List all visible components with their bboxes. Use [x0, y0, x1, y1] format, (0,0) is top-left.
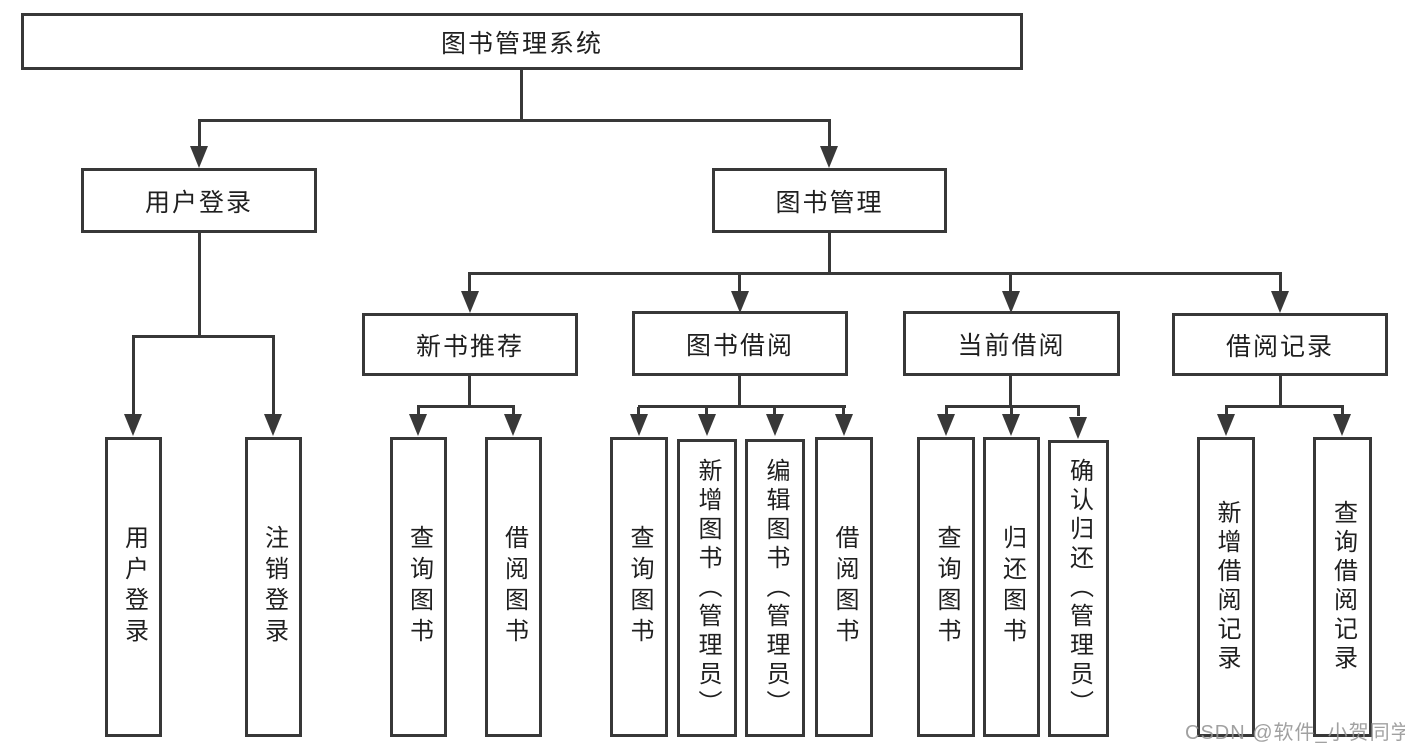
connector-line [1341, 407, 1344, 416]
connector-line [705, 407, 708, 416]
node-borrow-records-label: 借阅记录 [1225, 332, 1334, 361]
connector-line [198, 233, 201, 337]
leaf-user-login: 用户登录 [105, 437, 162, 737]
connector-line [132, 337, 135, 415]
node-new-book-rec-label: 新书推荐 [415, 332, 524, 361]
csdn-watermark: CSDN @软件_小贺同学 [1185, 722, 1405, 744]
leaf-confirm-return-admin: 确认归还（管理员） [1048, 440, 1109, 737]
connector-line [132, 335, 275, 338]
arrowhead-icon [1333, 414, 1351, 436]
arrowhead-icon [766, 414, 784, 436]
connector-line [945, 407, 948, 416]
arrowhead-icon [731, 291, 749, 313]
leaf-query-books-current: 查询图书 [917, 437, 975, 737]
leaf-edit-book-admin-label: 编辑图书（管理员） [762, 457, 789, 719]
leaf-query-books-rec-label: 查询图书 [405, 525, 433, 649]
leaf-add-book-admin-label: 新增图书（管理员） [694, 457, 721, 719]
node-root-label: 图书管理系统 [440, 29, 603, 58]
connector-line [520, 70, 523, 121]
leaf-query-borrow-record-label: 查询借阅记录 [1329, 500, 1357, 674]
node-user-login: 用户登录 [81, 168, 317, 233]
leaf-return-books: 归还图书 [983, 437, 1040, 737]
leaf-borrow-books-borrow-label: 借阅图书 [831, 525, 858, 649]
connector-line [1225, 407, 1228, 416]
arrowhead-icon [409, 414, 427, 436]
node-root: 图书管理系统 [21, 13, 1023, 70]
connector-line [512, 407, 515, 416]
arrowhead-icon [835, 414, 853, 436]
arrowhead-icon [190, 146, 208, 168]
connector-line [773, 407, 776, 416]
arrowhead-icon [124, 414, 142, 436]
arrowhead-icon [1002, 291, 1020, 313]
leaf-edit-book-admin: 编辑图书（管理员） [745, 439, 805, 737]
arrowhead-icon [1002, 414, 1020, 436]
connector-line [198, 121, 201, 148]
connector-line [637, 407, 640, 416]
node-current-borrow: 当前借阅 [903, 311, 1120, 376]
arrowhead-icon [937, 414, 955, 436]
arrowhead-icon [1217, 414, 1235, 436]
node-book-mgmt-label: 图书管理 [775, 188, 884, 217]
node-book-borrow-label: 图书借阅 [685, 331, 794, 360]
arrowhead-icon [630, 414, 648, 436]
connector-line [1225, 405, 1344, 408]
leaf-borrow-books-rec: 借阅图书 [485, 437, 542, 737]
connector-line [1279, 376, 1282, 408]
node-borrow-records: 借阅记录 [1172, 313, 1388, 376]
arrowhead-icon [1271, 291, 1289, 313]
connector-line [1010, 407, 1013, 416]
leaf-query-borrow-record: 查询借阅记录 [1313, 437, 1372, 737]
connector-line [1077, 407, 1080, 416]
node-current-borrow-label: 当前借阅 [957, 331, 1066, 360]
arrowhead-icon [461, 291, 479, 313]
leaf-query-books-current-label: 查询图书 [933, 525, 960, 649]
node-new-book-rec: 新书推荐 [362, 313, 578, 376]
connector-line [468, 272, 1282, 275]
connector-line [945, 405, 1080, 408]
leaf-borrow-books-rec-label: 借阅图书 [500, 525, 528, 649]
leaf-user-login-label: 用户登录 [120, 525, 148, 649]
connector-line [638, 405, 846, 408]
node-user-login-label: 用户登录 [144, 188, 253, 217]
leaf-add-borrow-record: 新增借阅记录 [1197, 437, 1255, 737]
connector-line [198, 119, 831, 122]
leaf-add-borrow-record-label: 新增借阅记录 [1213, 500, 1240, 674]
leaf-borrow-books-borrow: 借阅图书 [815, 437, 873, 737]
leaf-query-books-rec: 查询图书 [390, 437, 447, 737]
leaf-logout: 注销登录 [245, 437, 302, 737]
leaf-add-book-admin: 新增图书（管理员） [677, 439, 737, 737]
arrowhead-icon [504, 414, 522, 436]
connector-line [417, 407, 420, 416]
connector-line [1009, 376, 1012, 408]
arrowhead-icon [264, 414, 282, 436]
leaf-return-books-label: 归还图书 [998, 525, 1026, 649]
leaf-confirm-return-admin-label: 确认归还（管理员） [1065, 458, 1093, 719]
leaf-query-books-borrow: 查询图书 [610, 437, 668, 737]
arrowhead-icon [698, 414, 716, 436]
leaf-logout-label: 注销登录 [260, 525, 288, 649]
connector-line [417, 405, 515, 408]
arrowhead-icon [1069, 417, 1087, 439]
connector-line [828, 121, 831, 148]
arrowhead-icon [820, 146, 838, 168]
connector-line [738, 274, 741, 293]
node-book-mgmt: 图书管理 [712, 168, 947, 233]
node-book-borrow: 图书借阅 [632, 311, 848, 376]
connector-line [1009, 274, 1012, 293]
connector-line [468, 376, 471, 408]
connector-line [738, 376, 741, 408]
connector-line [842, 407, 845, 416]
connector-line [468, 274, 471, 293]
connector-line [272, 337, 275, 415]
leaf-query-books-borrow-label: 查询图书 [626, 525, 653, 649]
connector-line [828, 233, 831, 274]
connector-line [1279, 274, 1282, 293]
